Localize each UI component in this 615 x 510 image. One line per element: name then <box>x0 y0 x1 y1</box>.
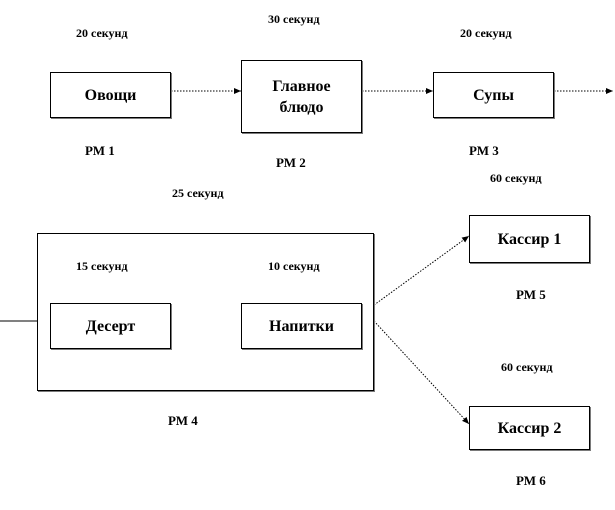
edge-group-to-cashier1 <box>373 235 470 306</box>
node-soups-label: Супы <box>473 86 514 104</box>
node-dessert-label: Десерт <box>85 317 136 335</box>
workplace-label-rm5: РМ 5 <box>516 287 546 302</box>
node-drinks: Напитки <box>241 303 362 349</box>
node-cashier2-label: Кассир 2 <box>497 419 562 437</box>
workplace-label-rm2: РМ 2 <box>276 155 306 170</box>
time-label-dessert: 15 секунд <box>76 259 128 273</box>
edge-group-to-cashier2 <box>373 320 470 425</box>
time-label-main-course: 30 секунд <box>268 12 320 26</box>
node-main-course-line1: Главное <box>272 77 331 95</box>
node-cashier2: Кассир 2 <box>469 406 590 450</box>
node-dessert: Десерт <box>50 303 171 349</box>
node-main-course-line2: блюдо <box>279 98 324 116</box>
workplace-label-rm1: РМ 1 <box>85 143 115 158</box>
workplace-label-rm3: РМ 3 <box>469 143 499 158</box>
time-label-cashier1: 60 секунд <box>490 171 542 185</box>
node-cashier1-label: Кассир 1 <box>497 230 562 248</box>
time-label-drinks: 10 секунд <box>268 259 320 273</box>
workplace-label-rm4: РМ 4 <box>168 413 198 428</box>
node-main-course: Главное блюдо <box>241 60 362 133</box>
node-cashier1: Кассир 1 <box>469 215 590 263</box>
node-vegetables-label: Овощи <box>84 86 137 104</box>
node-drinks-label: Напитки <box>269 317 334 335</box>
time-label-group-rm4: 25 секунд <box>172 186 224 200</box>
node-soups: Супы <box>433 72 554 118</box>
time-label-vegetables: 20 секунд <box>76 26 128 40</box>
time-label-soups: 20 секунд <box>460 26 512 40</box>
workplace-label-rm6: РМ 6 <box>516 473 546 488</box>
time-label-cashier2: 60 секунд <box>501 360 553 374</box>
node-vegetables: Овощи <box>50 72 171 118</box>
